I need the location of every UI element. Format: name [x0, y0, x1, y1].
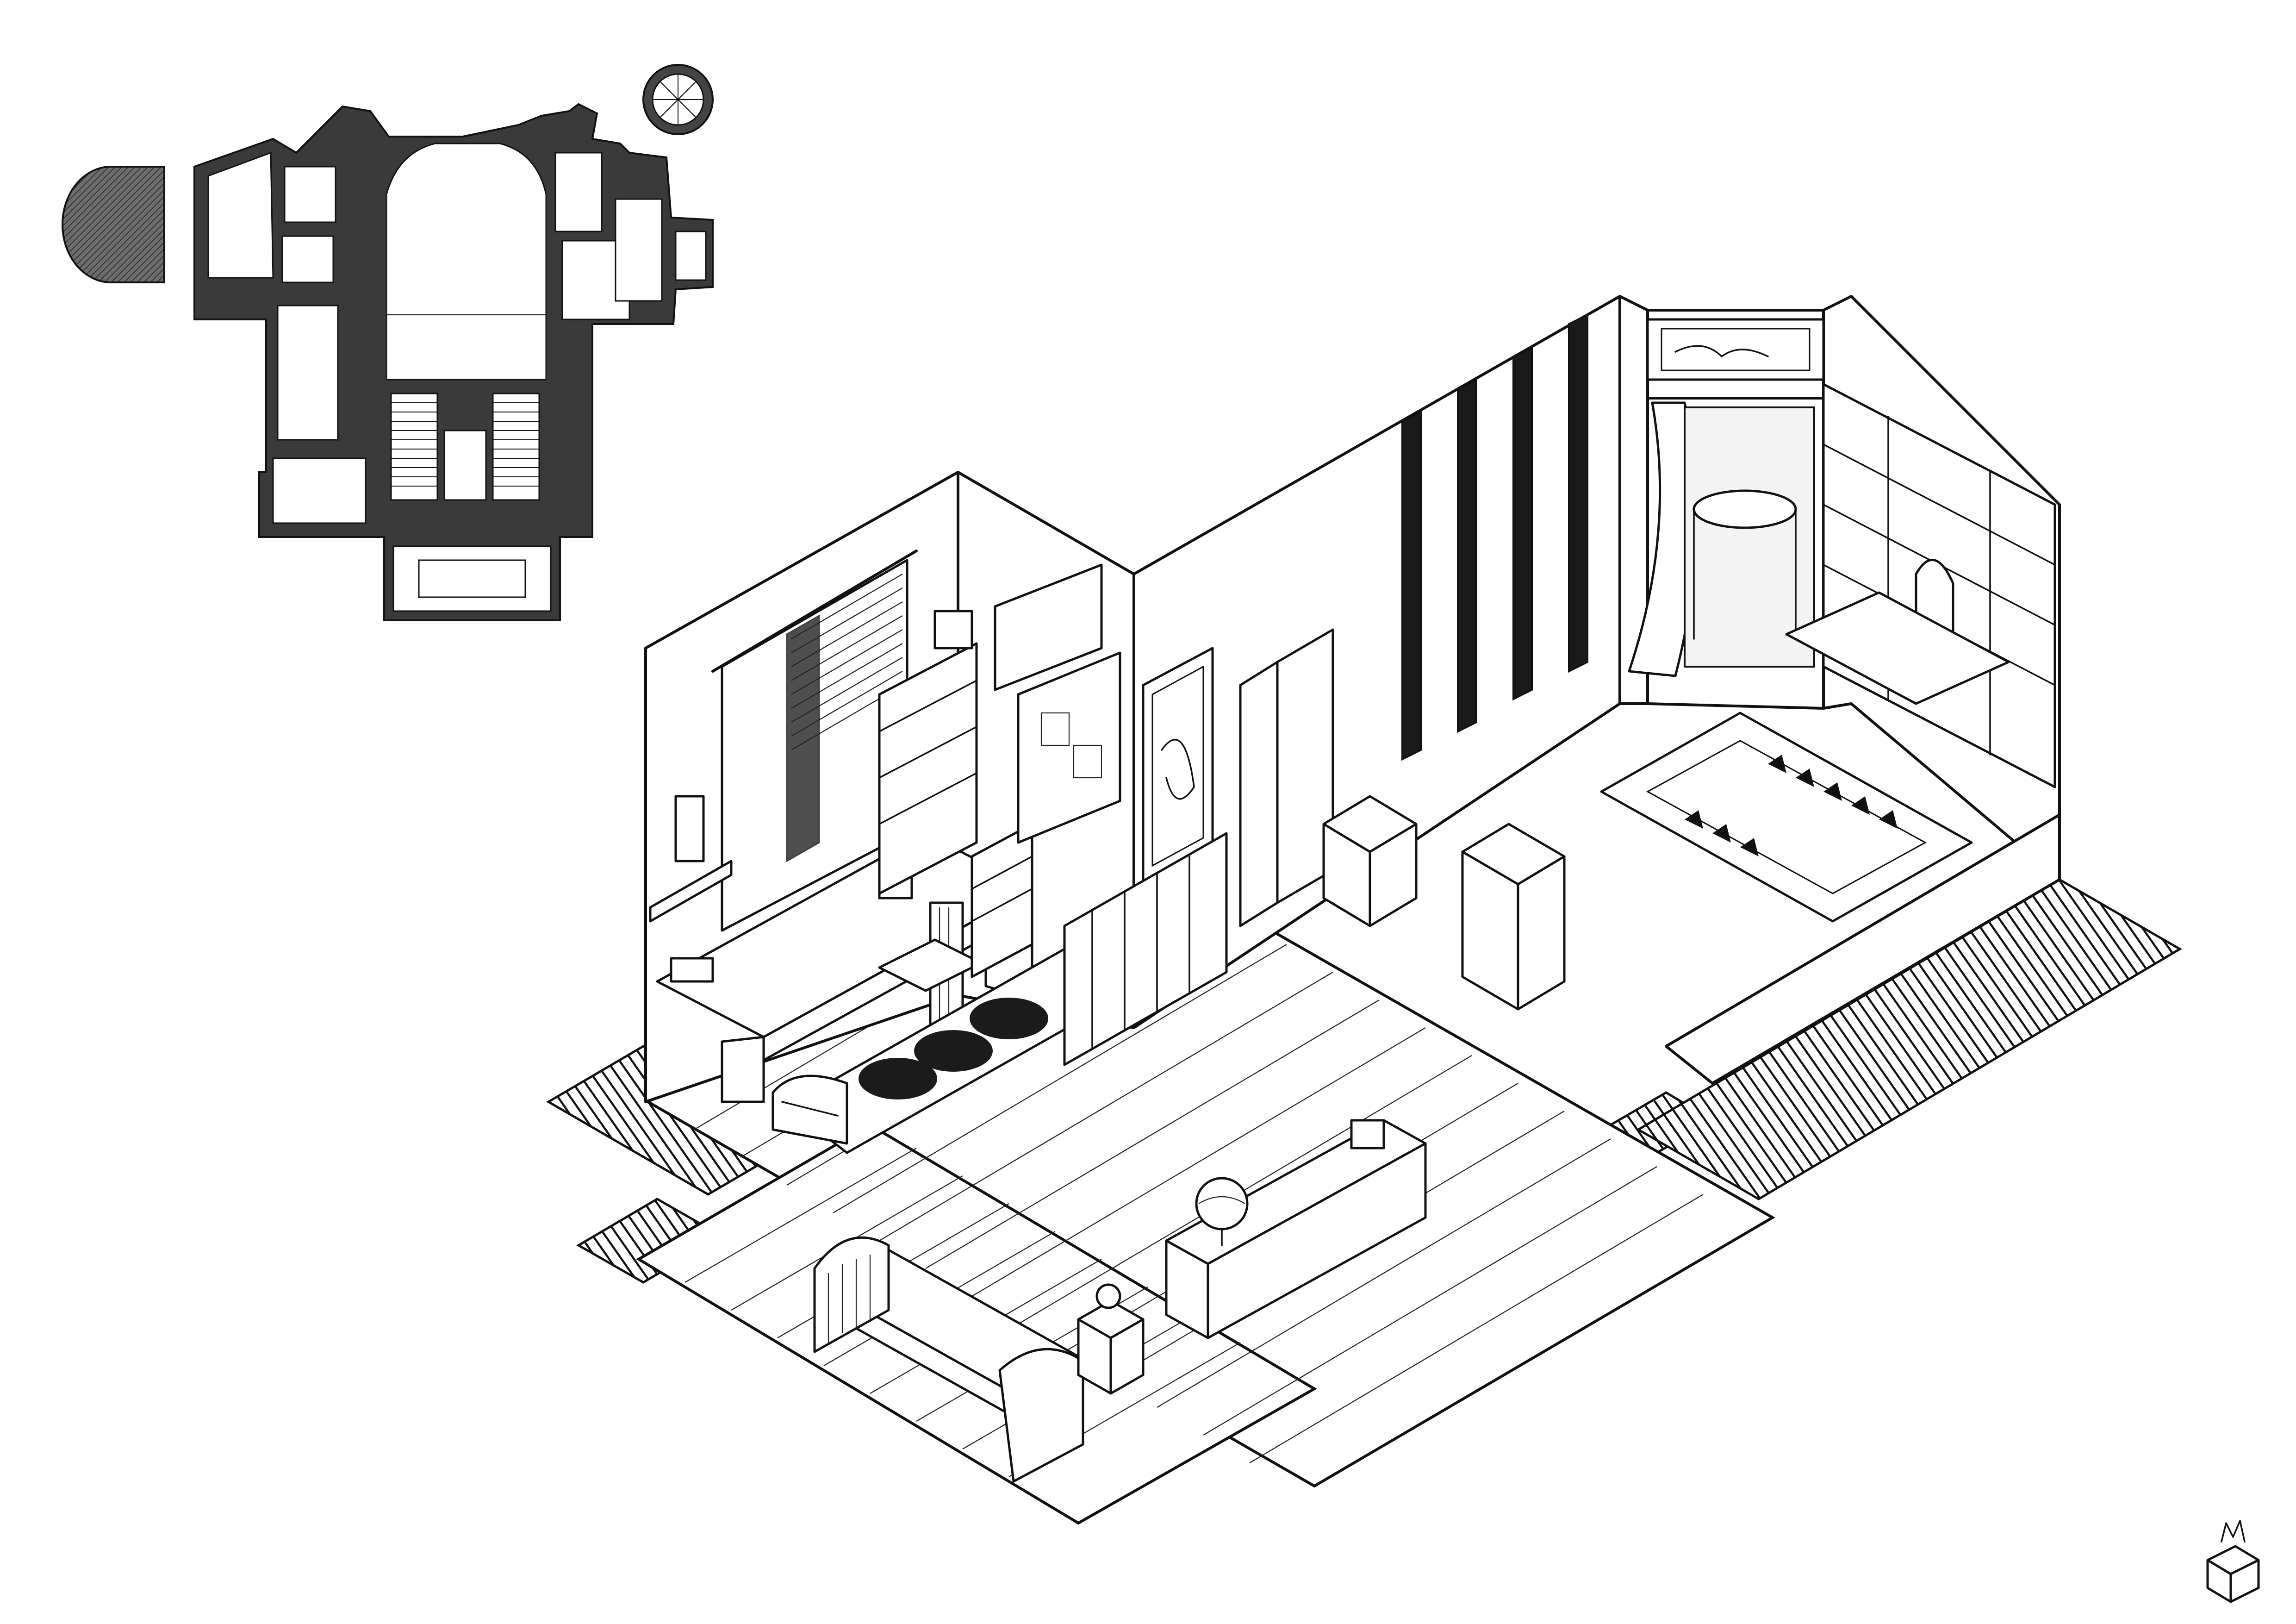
- desk-statue: [674, 795, 705, 862]
- plan-great-hall: [386, 143, 547, 381]
- vanity-desk: [1785, 591, 2010, 705]
- curtained-doorway: [1628, 318, 1825, 677]
- framed-picture: [1142, 647, 1214, 886]
- plan-staircase-left: [390, 393, 438, 501]
- drawer-cabinet: [971, 823, 1033, 978]
- cork-board: [1017, 651, 1121, 844]
- window-blinds: [711, 550, 918, 932]
- cake-logo-icon: [2206, 1520, 2260, 1603]
- daybed: [1600, 712, 1973, 923]
- wainscot: [1063, 832, 1228, 1066]
- nightstand: [1077, 1283, 1145, 1395]
- trunk: [772, 1074, 848, 1145]
- plan-spiral-stair: [642, 64, 714, 135]
- plan-staircase-right: [492, 393, 540, 501]
- wall-shelf: [649, 860, 733, 923]
- shelf-box: [933, 610, 973, 650]
- corner-bookshelf: [878, 610, 978, 895]
- table-radio: [1350, 1119, 1385, 1149]
- bed: [813, 1236, 1084, 1483]
- wall-cubby: [994, 563, 1103, 691]
- work-table: [1165, 1119, 1427, 1339]
- globe: [1195, 1177, 1249, 1246]
- desk-book: [670, 957, 714, 983]
- right-bookshelf: [1822, 383, 2056, 788]
- lamp: [1095, 1283, 1121, 1309]
- plan-room-west: [207, 151, 274, 279]
- main-wall-door: [1239, 661, 1279, 927]
- tall-windows: [1401, 313, 1588, 761]
- floor-plan-inset: [62, 64, 714, 621]
- isometric-room: [546, 295, 2182, 1525]
- left-rug: [785, 948, 1126, 1154]
- plan-apse: [62, 166, 165, 283]
